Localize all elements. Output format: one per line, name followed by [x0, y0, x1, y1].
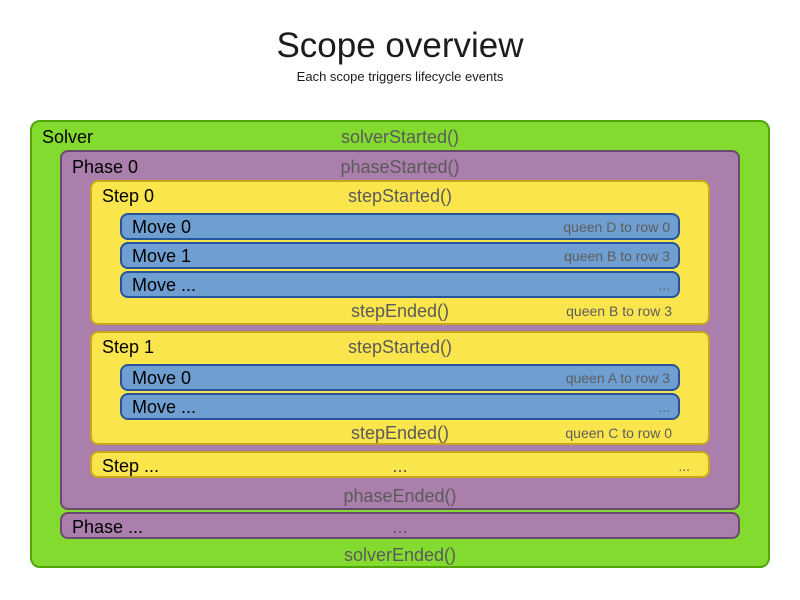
- step-more-right-dots: ...: [678, 458, 690, 474]
- step-more-label: Step ...: [102, 456, 160, 476]
- phase-more-scope-box: Phase ... ...: [60, 512, 740, 539]
- move-annotation: ...: [658, 277, 670, 293]
- phase0-scope-box: Phase 0 phaseStarted() Step 0 stepStarte…: [60, 150, 740, 510]
- step1-started-event: stepStarted(): [347, 337, 453, 357]
- step1-ended-annotation: queen C to row 0: [565, 425, 672, 441]
- phase0-label: Phase 0: [72, 157, 139, 177]
- move-label: Move 1: [132, 246, 192, 266]
- phase-ended-event: phaseEnded(): [343, 486, 457, 506]
- move-label: Move ...: [132, 275, 197, 295]
- step0-started-event: stepStarted(): [347, 186, 453, 206]
- page-title: Scope overview: [276, 26, 524, 65]
- phase-more-label: Phase ...: [72, 517, 144, 537]
- step0-ended-annotation: queen B to row 3: [566, 303, 672, 319]
- step1-label: Step 1: [102, 337, 155, 357]
- move-annotation: queen D to row 0: [563, 219, 670, 235]
- solver-label: Solver: [42, 127, 94, 147]
- solver-ended-event: solverEnded(): [343, 545, 457, 565]
- page-subtitle: Each scope triggers lifecycle events: [296, 69, 504, 84]
- step1-footer: stepEnded() queen C to row 0: [92, 420, 708, 447]
- step0-move1-box: Move 1 queen B to row 3: [120, 242, 680, 269]
- move-annotation: queen B to row 3: [564, 248, 670, 264]
- move-annotation: queen A to row 3: [565, 370, 670, 386]
- step-more-center-dots: ...: [392, 456, 408, 476]
- move-label: Move 0: [132, 368, 192, 388]
- move-annotation: ...: [658, 399, 670, 415]
- step0-ended-event: stepEnded(): [350, 301, 450, 321]
- step1-move-more-box: Move ... ...: [120, 393, 680, 420]
- phase-started-event: phaseStarted(): [340, 157, 460, 177]
- step1-scope-box: Step 1 stepStarted() Move 0 queen A to r…: [90, 331, 710, 445]
- phase-more-center-dots: ...: [392, 517, 408, 537]
- solver-started-event: solverStarted(): [340, 127, 460, 147]
- step0-label: Step 0: [102, 186, 155, 206]
- step1-move0-box: Move 0 queen A to row 3: [120, 364, 680, 391]
- step-more-scope-box: Step ... ... ...: [90, 451, 710, 478]
- solver-scope-box: Solver solverStarted() Phase 0 phaseStar…: [30, 120, 770, 568]
- step0-footer: stepEnded() queen B to row 3: [92, 298, 708, 325]
- step0-move0-box: Move 0 queen D to row 0: [120, 213, 680, 240]
- step0-move-more-box: Move ... ...: [120, 271, 680, 298]
- move-label: Move 0: [132, 217, 192, 237]
- step1-ended-event: stepEnded(): [350, 423, 450, 443]
- step0-scope-box: Step 0 stepStarted() Move 0 queen D to r…: [90, 180, 710, 325]
- move-label: Move ...: [132, 397, 197, 417]
